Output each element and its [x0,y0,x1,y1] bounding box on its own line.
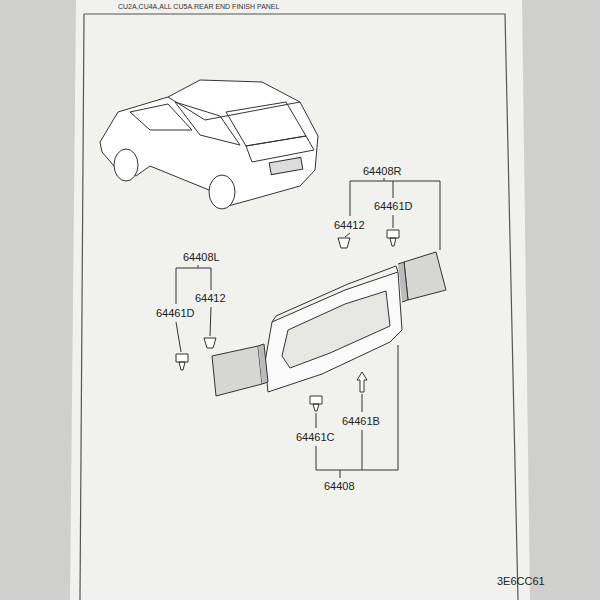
car-wheel [209,175,235,209]
clip [176,354,188,370]
right-lens-edge [398,262,408,302]
leader-line [176,322,181,352]
leader-line [198,265,199,268]
bracket-line [316,345,398,470]
left-lens [212,346,262,396]
part-number: 64412 [334,220,365,231]
leader-line [210,307,211,336]
leader-line [345,233,350,237]
leader-line [362,394,363,412]
car-rear-window [226,102,306,146]
bracket-line [350,181,440,250]
clip [310,396,322,411]
clip-nut [204,338,216,348]
left-lens-edge [258,344,268,384]
figure-code: 3E6CC61 [497,576,545,587]
car-side-window [175,102,240,145]
car-roof-line [168,97,300,120]
leader-line [340,470,341,478]
car-body [100,80,318,206]
part-number: 64412 [195,293,226,304]
leader-line [393,181,394,198]
part-number: 64408R [363,166,402,177]
car-drawing [100,80,318,209]
clip-nut [338,238,350,248]
car-side-window [130,104,192,130]
leader-line [393,215,394,228]
leader-line [384,178,385,181]
part-number: 64461B [342,416,380,427]
sheet-title: CU2A,CU4A,ALL CU5A.REAR END FINISH PANEL [118,3,279,10]
car-wheel [114,149,138,181]
leader-lines [176,178,440,478]
panel-flange [272,266,398,322]
part-number: 64461D [156,308,195,319]
car-finish-panel [269,157,303,174]
finish-panel-drawing [176,230,446,411]
frame-line [80,14,84,600]
paper-sheet [70,0,530,600]
leader-line [316,413,317,428]
part-number: 64408 [324,481,355,492]
clip [387,230,399,246]
part-number: 64461D [374,201,413,212]
leader-line [362,430,363,470]
part-number: 64461C [296,432,335,443]
pin-clip [357,372,367,392]
car-trunk [246,136,314,162]
frame-line [84,14,518,600]
panel-opening [282,291,390,368]
part-number: 64408L [183,252,220,263]
right-lens [404,252,446,300]
